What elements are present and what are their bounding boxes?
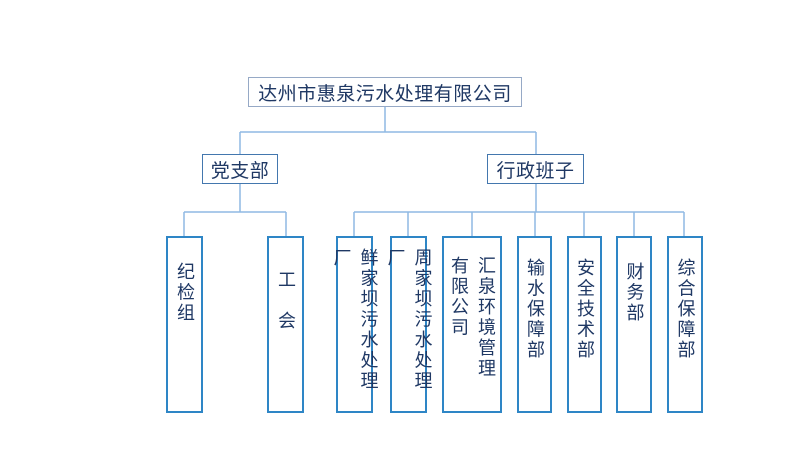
org-box-discipline-inspection: 纪检组 bbox=[166, 236, 203, 413]
safety-technology-dept-label: 安全技术部 bbox=[575, 258, 595, 361]
org-box-labor-union: 工 会 bbox=[267, 236, 304, 413]
party-branch-label: 党支部 bbox=[210, 160, 270, 182]
org-box-huiquan-environment-company: 汇泉环境管理 有限公司 bbox=[442, 236, 502, 413]
org-box-water-transmission-dept: 输水保障部 bbox=[517, 236, 552, 413]
org-box-admin-team: 行政班子 bbox=[487, 154, 584, 184]
company-root-label: 达州市惠泉污水处理有限公司 bbox=[258, 83, 512, 105]
org-box-party-branch: 党支部 bbox=[202, 154, 278, 184]
zhoujiaba-plant-label: 周家坝污水处理厂 bbox=[385, 248, 433, 392]
huiquan-environment-company-label: 汇泉环境管理 有限公司 bbox=[449, 256, 496, 379]
finance-dept-label: 财务部 bbox=[624, 262, 645, 324]
org-box-zhoujiaba-plant: 周家坝污水处理厂 bbox=[386, 236, 433, 413]
org-box-safety-technology-dept: 安全技术部 bbox=[567, 236, 602, 413]
discipline-inspection-label: 纪检组 bbox=[175, 262, 195, 324]
general-support-dept-label: 综合保障部 bbox=[675, 258, 696, 361]
org-box-finance-dept: 财务部 bbox=[616, 236, 652, 413]
labor-union-label: 工 会 bbox=[276, 270, 296, 332]
xianjiaba-plant-label: 鲜家坝污水处理厂 bbox=[331, 248, 379, 392]
org-box-xianjiaba-plant: 鲜家坝污水处理厂 bbox=[332, 236, 379, 413]
org-box-general-support-dept: 综合保障部 bbox=[667, 236, 703, 413]
org-box-company-root: 达州市惠泉污水处理有限公司 bbox=[248, 77, 522, 107]
admin-team-label: 行政班子 bbox=[496, 160, 575, 182]
water-transmission-dept-label: 输水保障部 bbox=[525, 258, 545, 361]
